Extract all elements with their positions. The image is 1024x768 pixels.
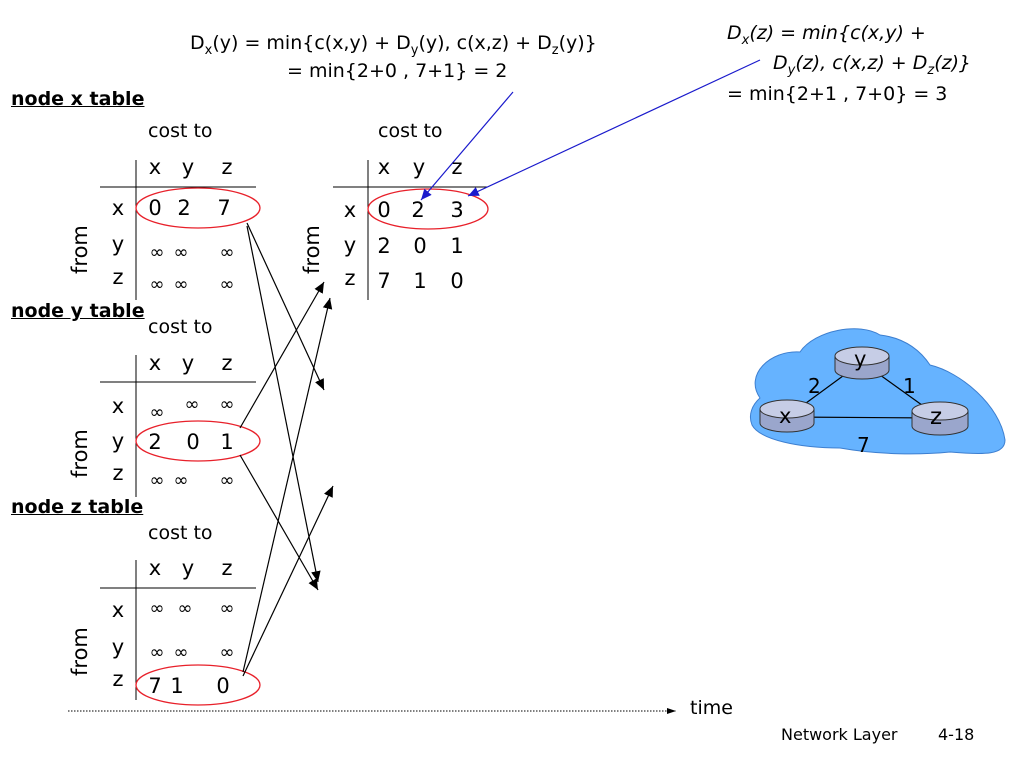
network-graph: [749, 328, 1006, 455]
table-cell: ∞: [149, 598, 165, 619]
row-header: x: [111, 598, 125, 622]
edge-label-yz: 1: [903, 374, 916, 398]
table-cell: ∞: [177, 598, 193, 619]
col-header: x: [148, 556, 162, 580]
col-header: y: [181, 155, 195, 179]
footer-page: 4-18: [938, 725, 975, 744]
row-header: x: [111, 394, 125, 418]
time-label: time: [690, 697, 733, 719]
table-cell: 0: [377, 198, 391, 222]
formula-dxy-line1: Dx(y) = min{c(x,y) + Dy(y), c(x,z) + Dz(…: [190, 32, 597, 58]
from-label: from: [68, 627, 92, 676]
col-header: y: [412, 155, 426, 179]
table-cell: ∞: [173, 642, 189, 663]
table-cell: 3: [450, 198, 464, 222]
cost-to-label: cost to: [148, 316, 213, 338]
col-header: x: [148, 351, 162, 375]
table-cell: 0: [148, 196, 162, 220]
col-header: z: [221, 155, 233, 179]
table-cell: ∞: [149, 242, 165, 263]
table-cell: 0: [186, 430, 200, 454]
table-cell: 0: [450, 269, 464, 293]
table-cell: 2: [411, 198, 425, 222]
highlight-row-z: [135, 664, 261, 706]
row-header: y: [111, 232, 125, 256]
col-header: x: [148, 155, 162, 179]
router-z-icon: [911, 401, 969, 436]
highlight-row-y: [135, 420, 261, 462]
table-cell: ∞: [149, 402, 165, 423]
formula-dxz-line1: Dx(z) = min{c(x,y) +: [727, 22, 926, 48]
row-header: x: [343, 198, 357, 222]
table-cell: 2: [177, 196, 191, 220]
formula-dxy-line2: = min{2+0 , 7+1} = 2: [287, 60, 508, 82]
table-cell: 1: [450, 234, 464, 258]
table-cell: 7: [148, 674, 162, 698]
table-cell: 0: [216, 674, 230, 698]
table-cell: 1: [170, 674, 184, 698]
table-cell: ∞: [173, 470, 189, 491]
highlight-row-x: [135, 187, 261, 229]
row-header: y: [111, 635, 125, 659]
router-y-icon: [834, 346, 890, 380]
formula-dxz-line2: Dy(z), c(x,z) + Dz(z)}: [773, 52, 972, 78]
heading-node-x: node x table: [11, 88, 145, 110]
col-header: x: [377, 155, 391, 179]
col-header: z: [221, 556, 233, 580]
cost-to-label: cost to: [148, 522, 213, 544]
col-header: z: [221, 351, 233, 375]
table-cell: ∞: [219, 242, 235, 263]
table-x-initial-grid: [100, 160, 256, 300]
node-label-x: x: [779, 404, 792, 428]
table-cell: ∞: [219, 642, 235, 663]
table-cell: 0: [413, 234, 427, 258]
table-cell: 1: [220, 430, 234, 454]
row-header: y: [111, 429, 125, 453]
row-header: z: [112, 667, 124, 691]
cost-to-label: cost to: [378, 120, 443, 142]
from-label: from: [300, 225, 324, 274]
table-cell: ∞: [149, 274, 165, 295]
table-cell: ∞: [149, 470, 165, 491]
col-header: y: [181, 556, 195, 580]
node-label-y: y: [854, 347, 867, 371]
footer-label: Network Layer: [781, 725, 898, 744]
row-header: z: [112, 265, 124, 289]
table-cell: ∞: [219, 598, 235, 619]
table-cell: ∞: [149, 642, 165, 663]
table-cell: ∞: [184, 394, 200, 415]
table-cell: ∞: [173, 242, 189, 263]
row-header: y: [343, 233, 357, 257]
col-header: y: [181, 351, 195, 375]
table-cell: ∞: [173, 274, 189, 295]
heading-node-y: node y table: [11, 300, 145, 322]
edge-label-xy: 2: [808, 374, 821, 398]
from-label: from: [68, 225, 92, 274]
table-y-grid: [100, 355, 256, 497]
table-cell: 2: [377, 234, 391, 258]
table-cell: 1: [413, 269, 427, 293]
table-cell: ∞: [219, 470, 235, 491]
cost-to-label: cost to: [148, 120, 213, 142]
table-cell: ∞: [219, 394, 235, 415]
router-x-icon: [759, 399, 815, 433]
row-header: x: [111, 196, 125, 220]
from-label: from: [68, 429, 92, 478]
heading-node-z: node z table: [11, 496, 144, 518]
table-z-grid: [100, 560, 256, 700]
row-header: z: [112, 461, 124, 485]
row-header: z: [344, 266, 356, 290]
table-cell: ∞: [219, 274, 235, 295]
col-header: z: [451, 155, 463, 179]
table-cell: 7: [217, 196, 231, 220]
table-x-updated-grid: [333, 160, 487, 300]
table-cell: 7: [377, 269, 391, 293]
node-label-z: z: [930, 404, 943, 430]
formula-dxz-line3: = min{2+1 , 7+0} = 3: [727, 83, 948, 105]
edge-label-xz: 7: [857, 433, 870, 457]
table-cell: 2: [148, 430, 162, 454]
